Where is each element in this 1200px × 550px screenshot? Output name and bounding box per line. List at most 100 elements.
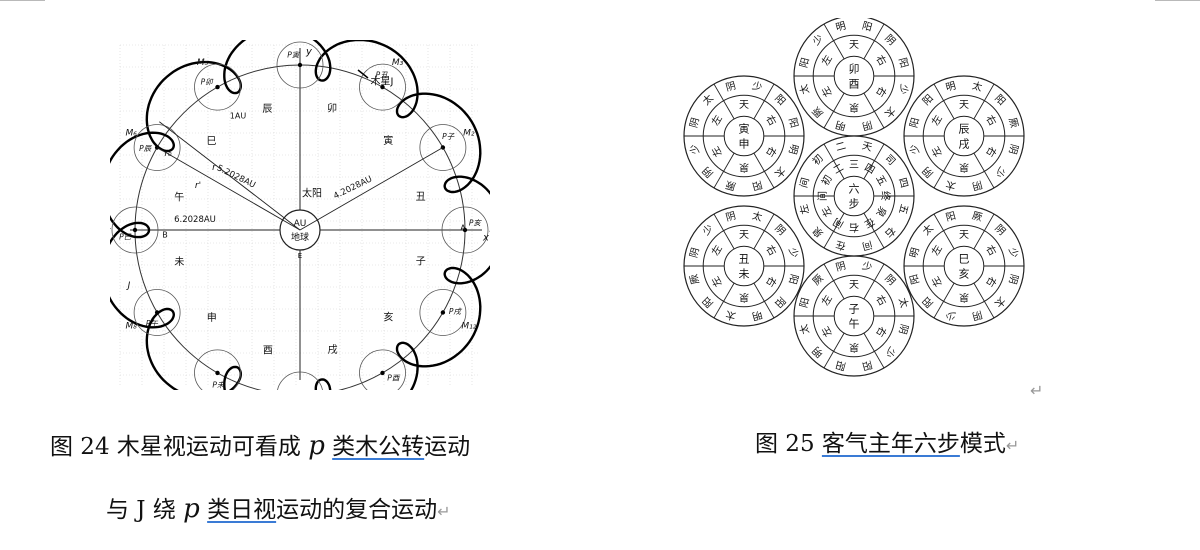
disc-outer-char: 在 <box>834 238 847 252</box>
branch-label: 亥 <box>384 311 394 324</box>
disc-spoke <box>863 212 885 249</box>
jupiter-motion-diagram: xyM₁P亥子M₂P子丑M₃P丑寅M₄P寅卯M₅P卯辰M₆P辰巳M₇P巳午M₈P… <box>110 40 490 390</box>
epicycle-circle <box>419 124 467 171</box>
disc-outer-char: 太 <box>971 79 984 94</box>
paragraph-mark: ↵ <box>1005 436 1020 455</box>
disc-spoke <box>753 152 775 189</box>
disc-middle-char: 天 <box>739 100 749 111</box>
disc-outer-char: 阳 <box>896 56 910 69</box>
disc-outer-char: 少 <box>896 83 910 96</box>
m-point <box>215 84 220 90</box>
disc-spoke <box>973 213 995 250</box>
disc-outer-char: 太 <box>751 209 764 224</box>
branch-label: 巳 <box>206 135 216 147</box>
disc-spoke <box>863 23 885 60</box>
disc-middle-char: 天 <box>739 230 749 241</box>
disc-outer-char: 阳 <box>798 296 812 309</box>
disc-center-char: 午 <box>849 318 860 331</box>
p-point-label: P戌 <box>449 307 463 316</box>
disc-spoke <box>713 83 735 120</box>
earth-label: 地球 <box>291 231 309 243</box>
disc-spoke <box>933 152 955 189</box>
disc-center-char: 亥 <box>959 267 970 281</box>
disc-outer-char: 阳 <box>861 20 874 34</box>
p-point-label: P子 <box>442 132 455 141</box>
branch-label: 寅 <box>383 134 393 147</box>
disc-outer-char: 间 <box>797 176 812 189</box>
disc-middle-char: 泉 <box>959 161 969 174</box>
disc-spoke <box>863 92 885 129</box>
disc-outer-char: 五 <box>896 203 909 216</box>
point-j-label: J <box>126 281 131 291</box>
disc-spoke <box>933 282 955 319</box>
disc-outer-char: 明 <box>786 143 800 156</box>
center-au-label: AU <box>294 219 307 229</box>
radius-line <box>159 121 301 231</box>
disc-outer-char: 阳 <box>798 56 812 69</box>
p-point-label: P寅 <box>287 51 301 60</box>
jupiter-loop-curve <box>110 40 490 390</box>
y-axis-label: y <box>305 47 313 58</box>
m-point-label: M₄ <box>294 40 306 42</box>
disc-outer-char: 阴 <box>834 260 847 274</box>
m-point <box>462 227 468 233</box>
disc-spoke <box>713 213 735 250</box>
disc-middle-char: 泉 <box>849 341 859 354</box>
disc-outer-char: 厥 <box>971 210 984 224</box>
disc-center-ring <box>833 295 875 337</box>
disc-middle-char: 右 <box>849 221 859 234</box>
p-point-label: P辰 <box>139 144 153 153</box>
disc-outer-char: 少 <box>786 246 800 259</box>
disc-spoke <box>823 332 845 369</box>
disc-center-ring <box>723 245 765 287</box>
disc-outer-char: 阴 <box>1006 143 1020 156</box>
disc-center-ring <box>833 175 875 217</box>
disc-center-char: 子 <box>849 303 860 316</box>
disc-outer-char: 明 <box>834 20 847 34</box>
six-step-qi-diagram: 卯酉天右右泉左左阳阴阳少太阴明厥太阳少明辰戌天右右泉左左太阳厥阴少阴太阴少阳阳明… <box>683 18 1025 377</box>
m-point-label: M₃ <box>392 58 404 68</box>
sun-label: 太阳 <box>302 187 322 200</box>
distance-label-1: 4.2028AU <box>332 174 374 201</box>
disc-outer-char: 太 <box>797 323 812 336</box>
disc-spoke <box>933 213 955 250</box>
disc-outer-char: 间 <box>861 238 874 253</box>
disc-spoke <box>823 212 845 249</box>
disc-center-char: 寅 <box>739 122 750 136</box>
disc-outer-char: 阳 <box>751 178 764 192</box>
p-point-label: P酉 <box>387 374 401 383</box>
p-point-label: P未 <box>212 380 225 389</box>
disc-center-char: 丑 <box>739 253 750 266</box>
point-b-label: B <box>162 231 168 240</box>
disc-spoke <box>753 213 775 250</box>
disc-middle-char: 天 <box>849 40 859 51</box>
disc-middle-char: 间 <box>816 191 829 201</box>
disc-outer-char: 阳 <box>908 116 922 129</box>
disc-outer-char: 太 <box>896 296 911 309</box>
disc-outer-char: 太 <box>944 178 957 193</box>
disc-outer-char: 明 <box>944 80 957 94</box>
branch-label: 卯 <box>327 103 337 115</box>
disc-outer-char: 明 <box>908 246 922 259</box>
disc-spoke <box>823 143 845 180</box>
disc-outer-char: 阳 <box>944 210 957 224</box>
disc-center-char: 辰 <box>959 123 970 136</box>
m-point <box>297 62 303 68</box>
paragraph-mark: ↵ <box>1030 381 1044 400</box>
disc-center-char: 未 <box>739 268 750 281</box>
vector-r0-label: r₀ <box>164 149 172 159</box>
disc-outer-char: 阳 <box>861 358 874 372</box>
disc-spoke <box>863 263 885 300</box>
disc-spoke <box>823 23 845 60</box>
disc-outer-char: 四 <box>896 177 909 190</box>
disc-outer-char: 阴 <box>688 246 702 259</box>
vector-r-label: r <box>212 163 217 173</box>
disc-outer-char: 少 <box>908 143 922 156</box>
disc-outer-char: 阳 <box>834 358 847 372</box>
m-point-label: M₂ <box>463 129 475 139</box>
radius-line <box>299 147 444 231</box>
figure24-caption-line1: 图 24 木星视运动可看成 p 类木公转运动 <box>50 431 471 461</box>
